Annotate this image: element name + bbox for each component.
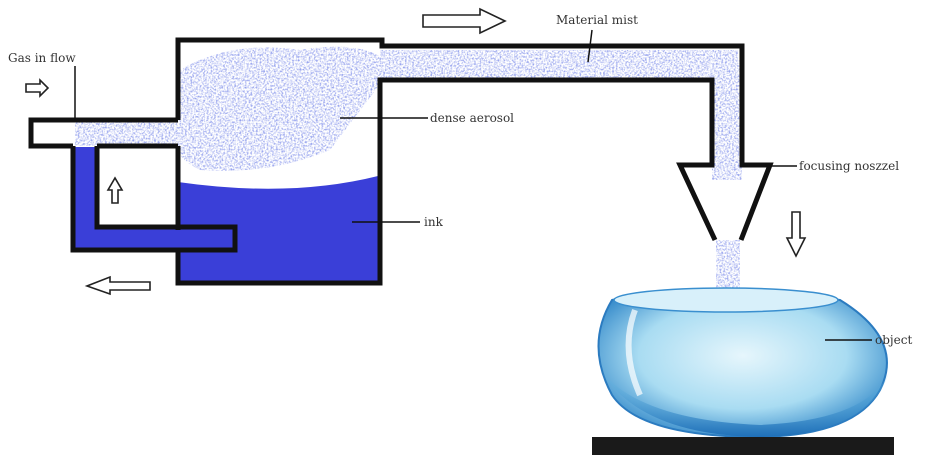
label-ink: ink bbox=[424, 215, 444, 229]
ink-loop-fill bbox=[73, 147, 233, 248]
arrow-right-icon bbox=[25, 78, 50, 98]
ink-fill bbox=[178, 176, 378, 282]
object-bowl bbox=[597, 287, 890, 439]
apparatus-outline bbox=[28, 37, 774, 286]
arrow-right-large-icon bbox=[422, 7, 507, 35]
arrow-left-icon bbox=[84, 275, 151, 296]
arrow-down-icon bbox=[785, 211, 807, 258]
label-object: object bbox=[875, 333, 912, 347]
label-material-mist: Material mist bbox=[556, 13, 638, 27]
arrow-up-icon bbox=[106, 176, 124, 204]
aerosol-mist bbox=[75, 46, 742, 298]
label-dense-aerosol: dense aerosol bbox=[430, 111, 514, 125]
label-focusing-nozzle: focusing noszzel bbox=[799, 159, 899, 173]
label-gas-in-flow: Gas in flow bbox=[8, 51, 76, 65]
base-plate bbox=[592, 437, 894, 455]
leader-mist bbox=[587, 29, 593, 63]
